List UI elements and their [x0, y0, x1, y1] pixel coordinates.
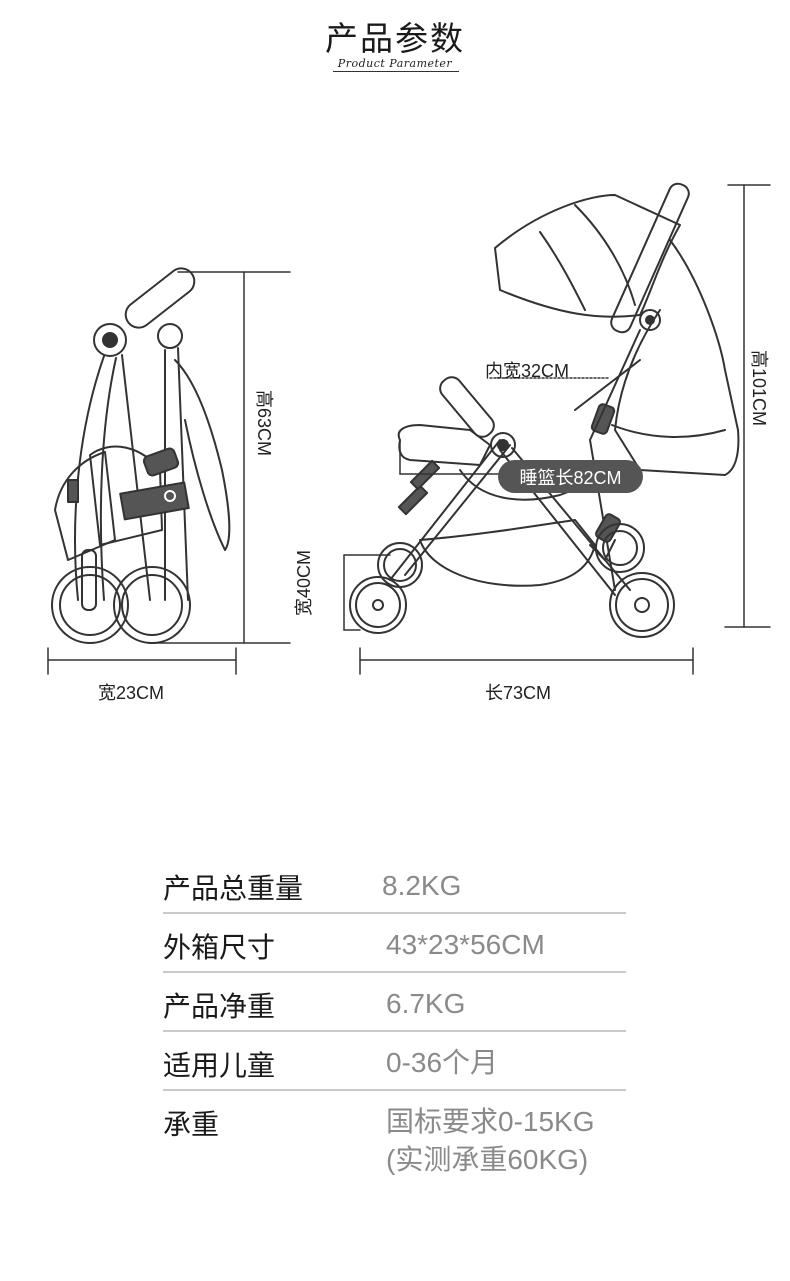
inner-width-label: 内宽32CM: [485, 361, 570, 381]
seat-width-label: 宽40CM: [294, 549, 315, 617]
spec-row-net-weight: 产品净重 6.7KG: [163, 973, 626, 1032]
spec-label: 承重: [163, 1108, 220, 1141]
stroller-line-drawing: [47, 182, 771, 675]
spec-label: 产品净重: [163, 990, 276, 1023]
total-length-label: 长73CM: [485, 683, 552, 703]
spec-row-age-range: 适用儿童 0-36个月: [163, 1032, 626, 1091]
folded-width-label: 宽23CM: [98, 683, 165, 703]
spec-table: 产品总重量 8.2KG 外箱尺寸 43*23*56CM 产品净重 6.7KG 适…: [163, 855, 626, 1191]
total-height-label: 高101CM: [749, 349, 770, 427]
spec-value: 8.2KG: [382, 870, 462, 901]
spec-row-gross-weight: 产品总重量 8.2KG: [163, 855, 626, 914]
spec-label: 产品总重量: [163, 872, 304, 905]
page-subtitle: Product Parameter: [337, 57, 453, 70]
open-stroller-illustration: [349, 182, 740, 638]
sleeping-basket-length-badge: 睡篮长82CM: [498, 460, 643, 493]
spec-value-line1: 国标要求0-15KG: [386, 1106, 595, 1137]
spec-value-line2: (实测承重60KG): [386, 1144, 589, 1175]
spec-row-load-capacity: 承重 国标要求0-15KG (实测承重60KG): [163, 1091, 626, 1191]
folded-height-label: 高63CM: [254, 389, 275, 457]
spec-row-box-size: 外箱尺寸 43*23*56CM: [163, 914, 626, 973]
page-title: 产品参数: [325, 19, 465, 58]
spec-value: 6.7KG: [386, 988, 466, 1019]
spec-value: 43*23*56CM: [386, 929, 545, 960]
folded-stroller-illustration: [51, 267, 231, 644]
subtitle-underline: [333, 71, 459, 72]
spec-value: 国标要求0-15KG (实测承重60KG): [382, 1091, 626, 1179]
spec-label: 外箱尺寸: [163, 931, 276, 964]
spec-label: 适用儿童: [163, 1049, 276, 1082]
spec-value: 0-36个月: [386, 1047, 499, 1078]
